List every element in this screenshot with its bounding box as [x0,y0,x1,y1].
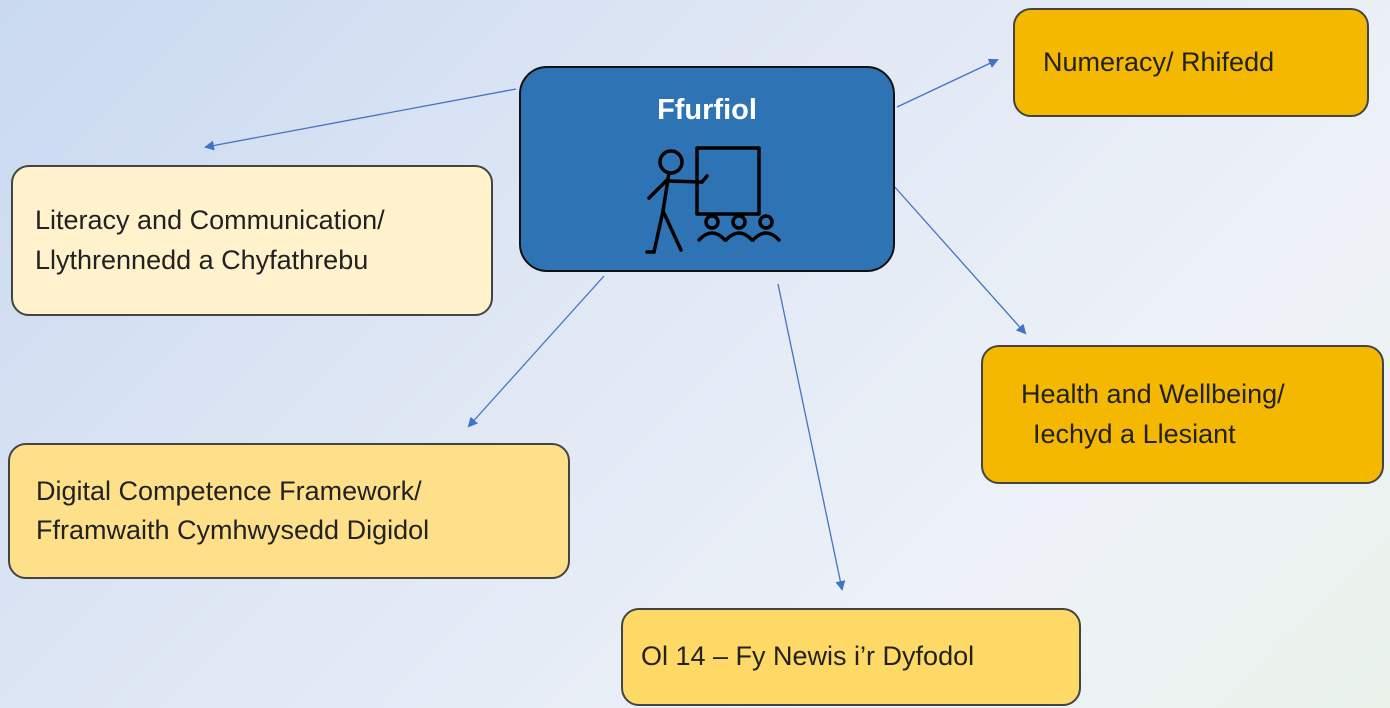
health-line-2: Iechyd a Llesiant [1033,418,1236,449]
numeracy-node: Numeracy/ Rhifedd [1013,8,1369,117]
ol14-node: Ol 14 – Fy Newis i’r Dyfodol [621,608,1081,706]
ol14-line-1: Ol 14 – Fy Newis i’r Dyfodol [641,641,975,672]
arrow-to-health [892,184,1027,335]
literacy-line-1: Literacy and Communication/ [35,205,385,236]
teacher-presenting-icon [645,146,781,254]
digital-line-1: Digital Competence Framework/ [36,475,422,506]
digital-node: Digital Competence Framework/ Fframwaith… [8,443,570,579]
arrow-to-numeracy [896,58,999,108]
literacy-line-2: Llythrennedd a Chyfathrebu [35,244,369,275]
health-node: Health and Wellbeing/ Iechyd a Llesiant [981,345,1384,484]
arrow-to-literacy [204,88,517,151]
arrow-to-digital [467,275,605,428]
literacy-node: Literacy and Communication/ Llythrennedd… [11,165,493,316]
arrow-to-ol14 [777,283,846,591]
center-title: Ffurfiol [657,94,757,126]
center-node-ffurfiol: Ffurfiol [519,66,895,272]
health-line-1: Health and Wellbeing/ [1021,379,1285,410]
numeracy-line-1: Numeracy/ Rhifedd [1043,46,1275,77]
digital-line-2: Fframwaith Cymhwysedd Digidol [36,515,430,545]
